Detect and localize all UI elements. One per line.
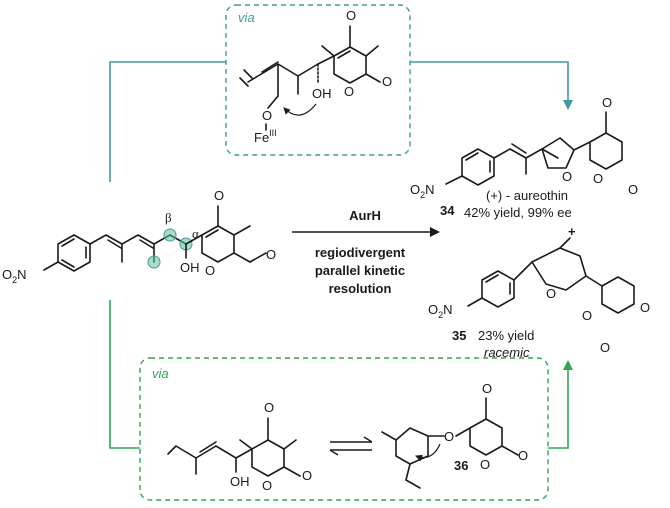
product-35-structure: O2N O O O O <box>428 237 650 355</box>
enol-intermediate: OH O O O <box>167 400 312 493</box>
alpha-label: α <box>192 226 199 241</box>
beta-label: β <box>165 210 172 225</box>
svg-text:O: O <box>382 74 392 89</box>
via-box-top <box>225 4 411 156</box>
product-34-yield: 42% yield, 99% ee <box>464 205 572 220</box>
svg-text:O: O <box>518 448 528 463</box>
green-pathway-arrow <box>109 300 573 449</box>
svg-text:OH: OH <box>312 86 332 101</box>
svg-text:O: O <box>482 381 492 396</box>
svg-text:O: O <box>546 286 556 301</box>
iron-label: FeIII <box>254 128 277 145</box>
product-34-number: 34 <box>440 203 455 218</box>
svg-text:O: O <box>262 478 272 493</box>
product-35-yield: 23% yield <box>478 328 534 343</box>
via-box-bottom <box>139 357 549 501</box>
svg-text:O: O <box>205 263 215 278</box>
nitro-group: O2N <box>2 267 27 285</box>
product-34-structure: O2N O O O O <box>410 95 638 200</box>
equilibrium-arrows <box>329 436 373 456</box>
condition-line-1: regiodivergent <box>315 245 406 260</box>
svg-text:O: O <box>602 95 612 110</box>
svg-text:O: O <box>266 247 276 262</box>
svg-text:O: O <box>600 340 610 355</box>
plus-sign: + <box>568 224 576 239</box>
svg-text:O: O <box>264 400 274 415</box>
product-34-name: (+) - aureothin <box>486 188 568 203</box>
svg-text:O2N: O2N <box>410 182 435 200</box>
starting-material: O2N β α OH O O O <box>2 188 276 285</box>
reagent-label: AurH <box>349 208 381 223</box>
svg-text:O: O <box>640 300 650 315</box>
svg-text:O: O <box>582 308 592 323</box>
svg-text:O: O <box>628 182 638 197</box>
svg-text:O: O <box>444 429 454 444</box>
svg-text:O: O <box>480 457 490 472</box>
via-label-top: via <box>238 10 255 25</box>
hydroxyl: OH <box>180 260 200 275</box>
condition-line-3: resolution <box>329 281 392 296</box>
intermediate-36-number: 36 <box>454 458 468 473</box>
svg-text:O: O <box>593 171 603 186</box>
svg-text:O2N: O2N <box>428 302 453 320</box>
svg-text:OH: OH <box>230 474 250 489</box>
iron-intermediate: O FeIII OH O O O <box>239 8 392 145</box>
via-label-bottom: via <box>152 366 169 381</box>
svg-text:O: O <box>562 169 572 184</box>
svg-text:O: O <box>302 468 312 483</box>
product-35-note: racemic <box>484 345 530 360</box>
svg-text:O: O <box>346 8 356 23</box>
teal-pathway-arrow <box>109 61 573 182</box>
svg-text:O: O <box>262 108 272 123</box>
svg-text:O: O <box>214 188 224 203</box>
intermediate-36-structure: O O O O <box>381 381 528 489</box>
svg-text:O: O <box>344 84 354 99</box>
product-35-number: 35 <box>452 328 466 343</box>
condition-line-2: parallel kinetic <box>315 263 405 278</box>
